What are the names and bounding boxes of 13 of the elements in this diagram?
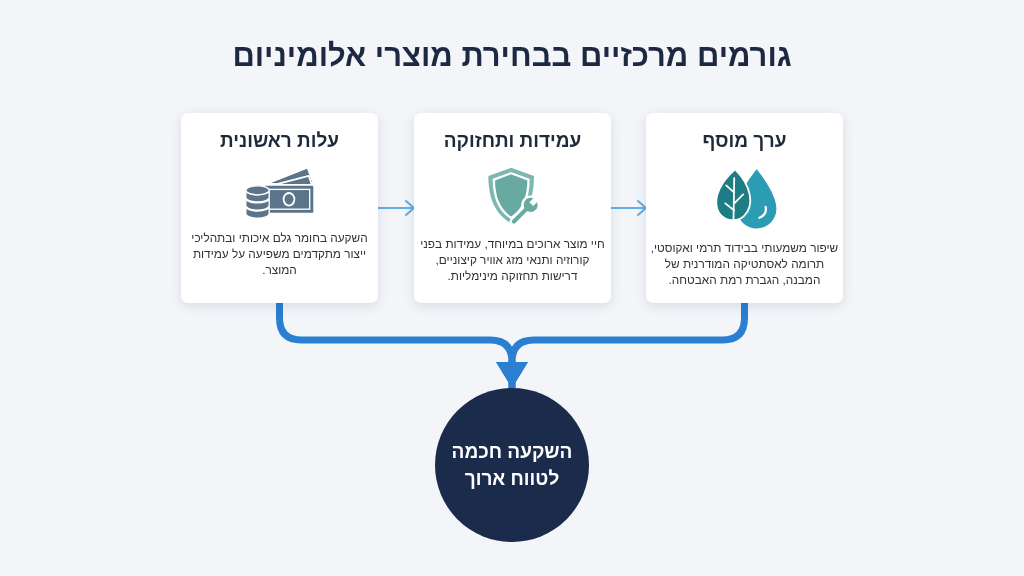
card-text: שיפור משמעותי בבידוד תרמי ואקוסטי, תרומה לאסתטיקה המודרנית של המבנה, הגברת רמת האבטחה.: [650, 240, 839, 288]
title: גורמים מרכזיים בבחירת מוצרי אלומיניום: [232, 37, 792, 75]
card-text: השקעה בחומר גלם איכותי ובתהליכי ייצור מתקדמים משפיעה על עמידות המוצר.: [190, 230, 369, 278]
circle-text: השקעה חכמה לטווח ארוך: [450, 440, 574, 491]
card-title: עלות ראשונית: [220, 129, 339, 153]
card: [646, 113, 843, 303]
card-title: עמידות ותחזוקה: [443, 129, 582, 153]
arrow: [610, 200, 647, 216]
card-text: חיי מוצר ארוכים במיוחד, עמידות בפני קורוזיה ותנאי מזג אוויר קיצוניים, דרישות תחזוקה מינימליות.: [419, 236, 606, 284]
arrow: [377, 200, 415, 216]
card: [181, 113, 378, 303]
card: [414, 113, 611, 303]
card-title: ערך מוסף: [702, 129, 787, 153]
